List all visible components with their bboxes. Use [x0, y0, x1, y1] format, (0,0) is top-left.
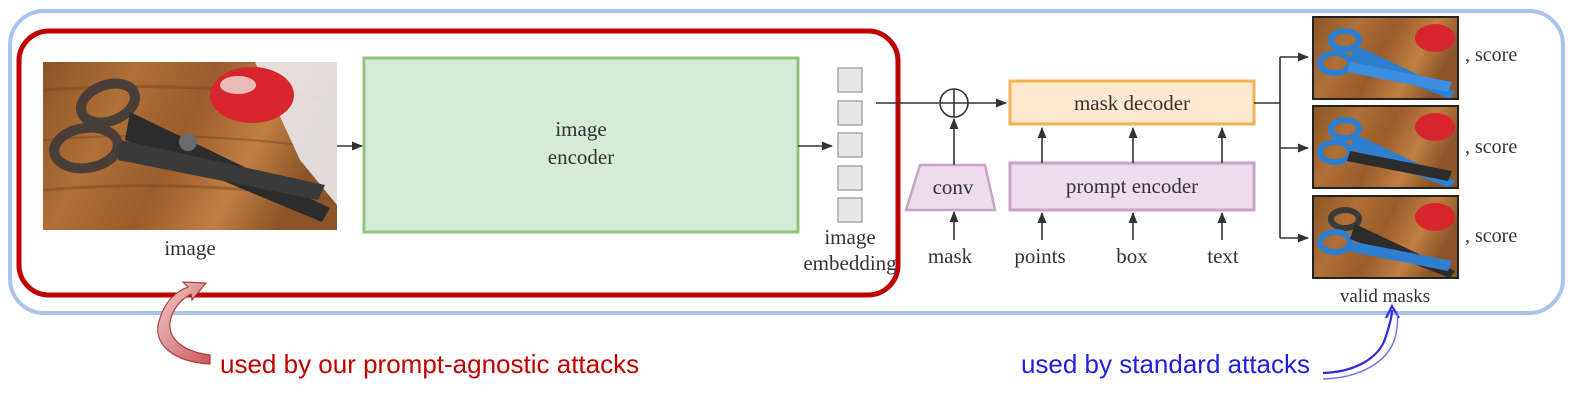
outer-pipeline-frame	[8, 9, 1565, 315]
sum-node	[939, 88, 969, 118]
curved-arrow-blue-outline	[1322, 311, 1399, 380]
points-input-label: points	[1014, 244, 1065, 268]
conv-label: conv	[933, 175, 974, 199]
valid-masks-label: valid masks	[1340, 286, 1430, 307]
image-encoder-label-line2: encoder	[548, 145, 614, 169]
image-embedding-label-line2: embedding	[803, 251, 897, 275]
prompt-encoder-label: prompt encoder	[1066, 174, 1198, 198]
standard-attacks-annotation: used by standard attacks	[1021, 349, 1310, 379]
text-input-label: text	[1207, 244, 1239, 268]
image-label: image	[164, 236, 215, 260]
mask-decoder-label: mask decoder	[1074, 91, 1190, 115]
mask-decoder-box	[1008, 79, 1256, 126]
score-label-2: , score	[1465, 136, 1517, 158]
curved-arrow-red	[157, 281, 211, 365]
prompt-agnostic-annotation: used by our prompt-agnostic attacks	[220, 349, 639, 379]
prompt-agnostic-attack-frame	[16, 28, 901, 298]
mask-thumbnail-1	[1312, 16, 1459, 100]
decoder-output-branches	[1254, 52, 1310, 243]
score-label-3: , score	[1465, 225, 1517, 247]
input-image	[43, 62, 337, 230]
image-embedding-stack	[837, 67, 863, 223]
curved-arrow-blue	[1322, 303, 1400, 375]
box-input-label: box	[1116, 244, 1148, 268]
mask-input-label: mask	[928, 244, 973, 268]
prompt-encoder-box	[1008, 161, 1256, 212]
image-encoder-box	[362, 56, 800, 234]
mask-thumbnail-3	[1312, 195, 1459, 279]
score-label-1: , score	[1465, 44, 1517, 66]
image-encoder-label-line1: image	[555, 117, 606, 141]
image-embedding-label-line1: image	[824, 225, 875, 249]
conv-block	[904, 163, 997, 212]
mask-thumbnail-2	[1312, 105, 1459, 189]
